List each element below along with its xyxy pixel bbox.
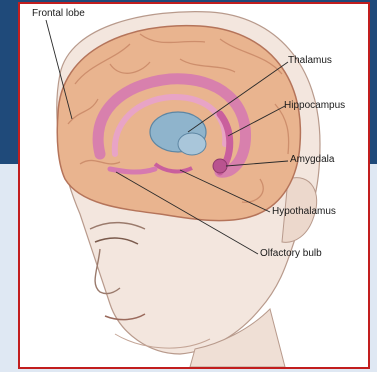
- label-frontal-lobe: Frontal lobe: [32, 8, 85, 20]
- label-olfactory-bulb: Olfactory bulb: [260, 248, 322, 260]
- amygdala-shape: [213, 159, 227, 173]
- label-thalamus: Thalamus: [288, 55, 332, 67]
- diagram-frame: Frontal lobe Thalamus Hippocampus Amygda…: [18, 2, 370, 369]
- label-hypothalamus: Hypothalamus: [272, 206, 336, 218]
- label-hippocampus: Hippocampus: [284, 100, 345, 112]
- label-amygdala: Amygdala: [290, 154, 334, 166]
